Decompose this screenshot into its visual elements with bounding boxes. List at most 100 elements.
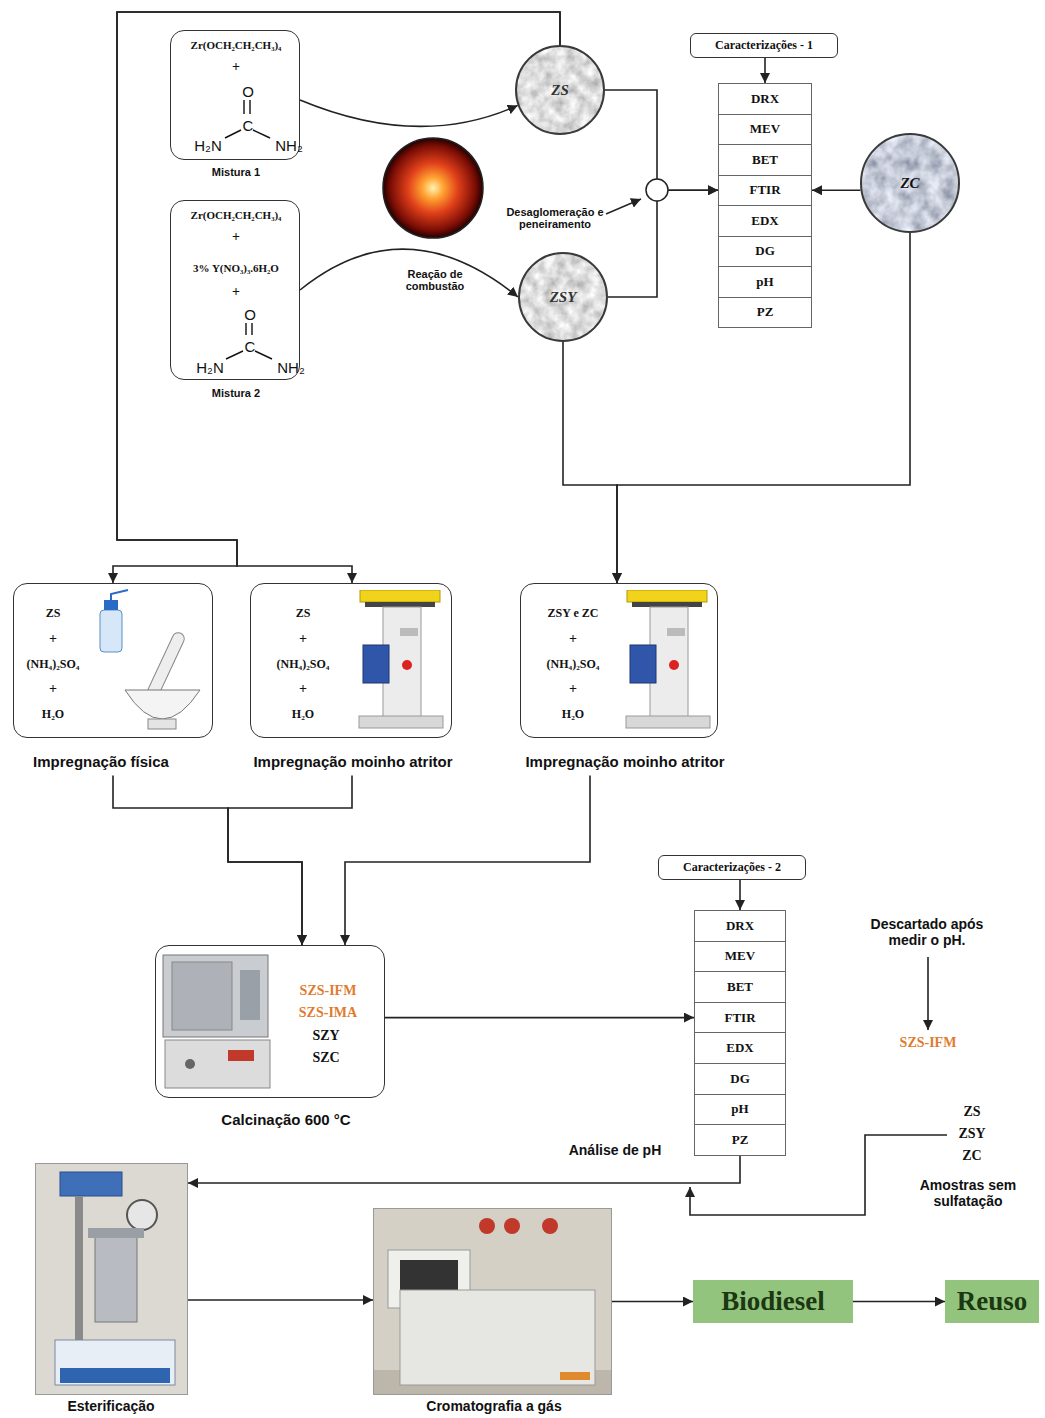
powder-texture [859, 132, 961, 234]
node-text: + [232, 284, 240, 300]
flow-connector [739, 880, 741, 910]
node-text: + [569, 681, 577, 697]
esterification-photo [95, 1232, 137, 1322]
node-text: + [49, 681, 57, 697]
node-text: pH [731, 1101, 748, 1117]
powder-texture [514, 44, 606, 136]
node-text: ZSY e ZC [548, 606, 599, 621]
attritor-mill [626, 590, 710, 728]
mortar-pestle [125, 631, 200, 729]
node-text: SZC [312, 1050, 339, 1066]
node-text: (NH₄)₂SO₄ [27, 657, 80, 672]
discard-arrow [927, 957, 929, 1030]
esterification-photo [35, 1163, 188, 1395]
node-text: Zr(OCH₂CH₂CH₃)₄ [191, 39, 282, 51]
node-text: DG [755, 243, 775, 259]
table-cell: FTIR [718, 175, 812, 207]
node-text: Biodiesel [721, 1286, 825, 1317]
process-box: ZSY e ZC+(NH₄)₂SO₄+H₂OImpregnação moinho… [520, 583, 718, 738]
node-text: Impregnação física [33, 753, 169, 770]
annotation-label: Reação de combustão [380, 268, 490, 292]
table-cell: DRX [694, 910, 786, 942]
node-text: Zr(OCH₂CH₂CH₃)₄ [191, 209, 282, 221]
furnace [228, 1050, 254, 1061]
table-cell: DRX [718, 83, 812, 115]
node-text: ZS [296, 606, 311, 621]
furnace [172, 962, 232, 1030]
flow-connector [113, 776, 302, 946]
flow-connector [188, 1299, 373, 1301]
table-cell: EDX [694, 1032, 786, 1064]
urea-bonds [253, 130, 270, 138]
flow-connector [300, 249, 518, 297]
combustion-photo [383, 138, 483, 238]
flow-connector [385, 1017, 694, 1019]
furnace [185, 1059, 195, 1069]
powder-texture [517, 251, 609, 343]
node-text: PZ [732, 1132, 749, 1148]
esterification-photo [75, 1196, 83, 1342]
node-text: 3% Y(NO₃)₃.6H₂O [193, 262, 279, 274]
esterification-photo [35, 1163, 188, 1395]
flow-connector [117, 12, 560, 583]
table-cell: FTIR [694, 1002, 786, 1034]
node-text: NH₂ [277, 359, 305, 376]
node-text: DRX [726, 918, 754, 934]
powder-texture [517, 251, 609, 343]
sample-circle: ZS [515, 45, 605, 135]
node-text: C [243, 117, 254, 134]
node-text: MEV [750, 121, 780, 137]
node-text: + [232, 229, 240, 245]
flow-connector [764, 58, 766, 83]
node-text: Caracterizações - 1 [715, 38, 813, 53]
wash-bottle [111, 590, 128, 600]
urea-bonds [243, 100, 244, 114]
node-text: EDX [726, 1040, 753, 1056]
sample-circle: ZSY [518, 252, 608, 342]
flow-connector [345, 776, 590, 946]
urea-bonds [255, 351, 272, 359]
annotation-label: ZS [963, 1104, 980, 1120]
node-text: BET [752, 152, 778, 168]
leader-arrow [606, 199, 641, 214]
flow-connector [612, 1301, 693, 1303]
furnace [163, 955, 268, 1037]
esterification-photo [60, 1368, 170, 1383]
node-text: C [245, 338, 256, 355]
wash-bottle [104, 600, 118, 610]
urea-bonds [251, 323, 252, 335]
mixture-box: Zr(OCH₂CH₂CH₃)₄+3% Y(NO₃)₃.6H₂O+OCH₂NNH₂… [170, 200, 300, 380]
node-text: SZY [312, 1028, 339, 1044]
result-box: Biodiesel [693, 1280, 853, 1323]
esterification-photo [88, 1228, 144, 1238]
flow-connector [300, 100, 518, 126]
urea-bonds [249, 100, 250, 114]
node-text: MEV [725, 948, 755, 964]
node-text: Mistura 2 [212, 387, 260, 399]
node-text: ZS [551, 82, 569, 99]
furnace [165, 1040, 270, 1088]
section-tag: Caracterizações - 2 [658, 855, 806, 880]
chromatograph-photo [560, 1372, 590, 1380]
powder-texture [514, 44, 606, 136]
node-text: H₂N [196, 359, 224, 376]
chromatograph-photo [400, 1290, 595, 1385]
flow-connector [113, 12, 560, 583]
chromatograph-photo [479, 1218, 495, 1234]
node-text: Calcinação 600 °C [221, 1111, 350, 1128]
chromatograph-photo [373, 1208, 612, 1395]
table-cell: MEV [718, 114, 812, 146]
process-box: SZS-IFMSZS-IMASZYSZCCalcinação 600 °C [155, 945, 385, 1098]
node-text: H₂N [194, 137, 222, 154]
flow-connector [812, 189, 861, 191]
table-cell: PZ [694, 1124, 786, 1156]
chromatograph-photo [542, 1218, 558, 1234]
section-tag: Caracterizações - 1 [690, 33, 838, 58]
table-cell: DG [718, 236, 812, 268]
photo-frame: Esterificação [35, 1163, 188, 1395]
node-text: H₂O [42, 707, 64, 722]
table-cell: pH [718, 266, 812, 298]
annotation-label: Amostras sem sulfatação [898, 1177, 1038, 1209]
mixture-box: Zr(OCH₂CH₂CH₃)₄+OCH₂NNH₂Mistura 1 [170, 30, 300, 160]
furnace [240, 970, 260, 1020]
